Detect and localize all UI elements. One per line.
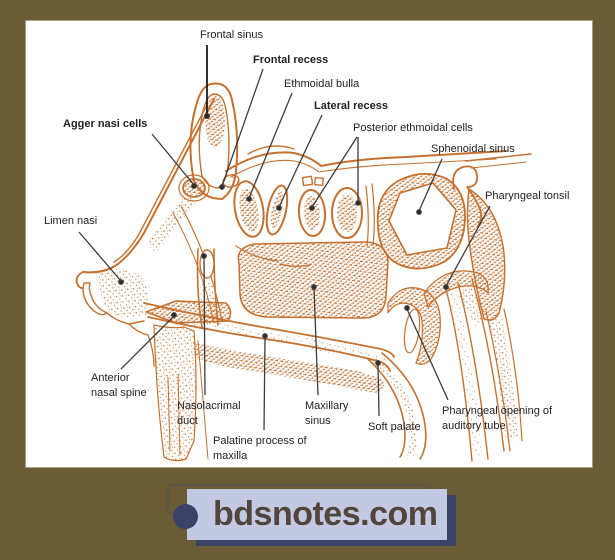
leader-lines [78,45,491,431]
leader-limen-nasi [78,231,122,282]
anatomy-illustration [75,45,532,462]
bullet-circle-icon [173,504,198,529]
label-limen-nasi: Limen nasi [44,215,98,227]
leader-posterior-ethmoidal-a [311,136,358,208]
label-lateral-recess: Lateral recess [314,100,388,112]
leader-maxillary-sinus [313,287,319,396]
label-posterior-ethmoidal-cells: Posterior ethmoidal cells [353,122,473,134]
label-frontal-recess: Frontal recess [253,54,329,66]
leader-sphenoidal-sinus [418,158,443,212]
leader-pharyngeal-opening [406,308,449,401]
leader-lateral-recess [278,114,323,208]
leader-frontal-recess [221,68,264,187]
label-frontal-sinus: Frontal sinus [200,29,263,41]
leader-palatine-process [263,336,266,431]
leader-pharyngeal-tonsil [445,205,491,287]
leader-nasolacrimal-duct [203,256,206,396]
leader-soft-palate [377,363,380,417]
label-nasolacrimal-duct: Nasolacrimal duct [177,400,241,427]
label-ethmoidal-bulla: Ethmoidal bulla [284,78,360,90]
leader-ethmoidal-bulla [248,92,293,199]
leader-anterior-nasal-spine [120,315,175,370]
label-pharyngeal-tonsil: Pharyngeal tonsil [485,190,570,202]
sagittal-nasal-section-drawing [75,82,532,462]
leader-agger-nasi [151,133,195,186]
label-agger-nasi-cells: Agger nasi cells [63,118,148,130]
label-maxillary-sinus: Maxillary sinus [305,400,349,427]
label-anterior-nasal-spine: Anterior nasal spine [91,372,147,399]
label-soft-palate: Soft palate [368,421,421,433]
label-pharyngeal-opening: Pharyngeal opening of auditory tube [442,405,553,432]
label-palatine-process: Palatine process of maxilla [213,435,307,462]
watermark-badge: bdsnotes.com [173,489,447,540]
watermark-text: bdsnotes.com [213,495,438,533]
label-sphenoidal-sinus: Sphenoidal sinus [431,143,515,155]
figure-panel: Frontal sinus Frontal recess Ethmoidal b… [25,20,593,468]
